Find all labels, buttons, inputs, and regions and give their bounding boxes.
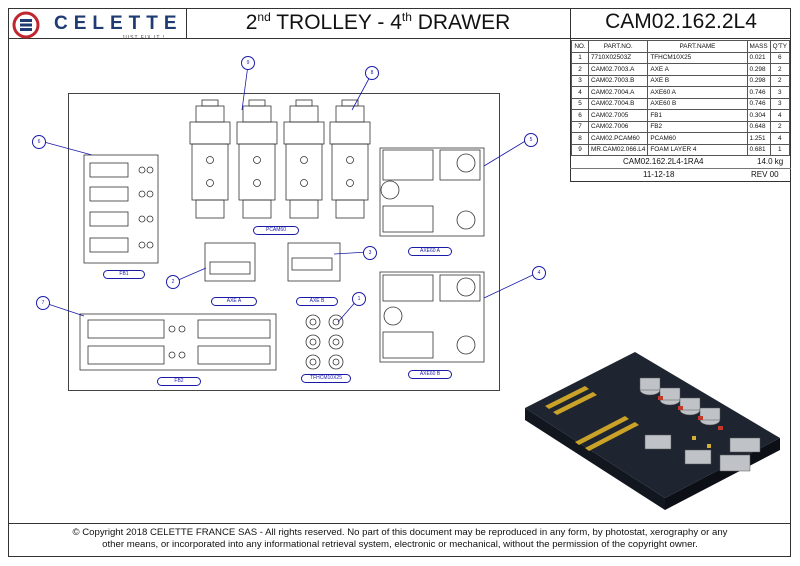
- table-cell: MR.CAM02.066.L4: [587, 143, 649, 156]
- copyright-line-1: © Copyright 2018 CELETTE FRANCE SAS - Al…: [72, 527, 728, 538]
- drawing-code: CAM02.162.2L4: [605, 10, 757, 33]
- title-part: DRAWER: [411, 11, 511, 34]
- footer-divider: [8, 523, 791, 524]
- page-title: 2nd TROLLEY - 4th DRAWER: [188, 10, 568, 35]
- callout-2: 2: [166, 275, 180, 289]
- table-cell: FOAM LAYER 4: [647, 143, 748, 156]
- table-cell: PCAM60: [647, 132, 748, 145]
- callout-3: 3: [363, 246, 377, 260]
- label-axe60-b: AXE60 B: [408, 370, 452, 379]
- table-cell: 1: [571, 51, 589, 64]
- label-pcam60: PCAM60: [253, 226, 299, 235]
- label-axe-b: AXE B: [296, 297, 338, 306]
- table-cell: 2: [769, 74, 791, 87]
- drawer-layout-drawing: [68, 93, 500, 391]
- drawing-date: 11-12-18: [643, 170, 675, 179]
- title-sup: nd: [257, 10, 271, 24]
- col-header: Q'TY: [769, 40, 791, 53]
- callout-9: 9: [241, 56, 255, 70]
- title-part: 2: [245, 11, 258, 34]
- table-cell: 2: [769, 120, 791, 133]
- table-cell: TFHCM10X25: [647, 51, 748, 64]
- sum-divider: [570, 168, 791, 169]
- table-cell: CAM02.7006: [587, 120, 649, 133]
- copyright-line-2: other means, or incorporated into any in…: [102, 539, 698, 550]
- assembly-code: CAM02.162.2L4-1RA4: [623, 157, 704, 166]
- copyright-notice: © Copyright 2018 CELETTE FRANCE SAS - Al…: [12, 527, 788, 551]
- table-cell: 6: [769, 51, 791, 64]
- callout-5: 5: [524, 133, 538, 147]
- callout-4: 4: [532, 266, 546, 280]
- callout-1: 1: [352, 292, 366, 306]
- label-axe60-a: AXE60 A: [408, 247, 452, 256]
- col-header: PART.NO.: [587, 40, 649, 53]
- callout-6: 6: [32, 135, 46, 149]
- title-part: TROLLEY - 4: [270, 11, 402, 34]
- code-divider: [570, 8, 571, 181]
- revision: REV 00: [751, 170, 779, 179]
- table-bottom: [570, 181, 791, 182]
- total-mass: 14.0 kg: [757, 157, 784, 166]
- brand-name: CELETTE: [54, 13, 183, 34]
- callout-8: 8: [365, 66, 379, 80]
- table-cell: 7710X02503Z: [587, 51, 649, 64]
- logo-emblem-icon: [12, 11, 40, 39]
- logo-divider: [186, 8, 187, 38]
- callout-7: 7: [36, 296, 50, 310]
- table-cell: CAM02.PCAM60: [587, 132, 649, 145]
- label-axe-a: AXE A: [211, 297, 257, 306]
- table-header-row: NO. PART.NO. PART.NAME MASS Q'TY: [571, 40, 791, 53]
- label-tfhcm: TFHCM10X25: [301, 374, 351, 383]
- celette-logo: CELETTE JUST FIX IT !: [12, 11, 184, 41]
- label-fb1: FB1: [103, 270, 145, 279]
- table-cell: 4: [769, 109, 791, 122]
- brand-tagline: JUST FIX IT !: [122, 35, 166, 41]
- col-header: NO.: [571, 40, 589, 53]
- title-divider: [8, 38, 791, 39]
- title-sup: th: [401, 10, 412, 24]
- table-cell: 1: [769, 143, 791, 156]
- isometric-render: [525, 352, 780, 510]
- drawing-frame: [8, 8, 791, 557]
- table-cell: 4: [769, 132, 791, 145]
- label-fb2: FB2: [157, 377, 201, 386]
